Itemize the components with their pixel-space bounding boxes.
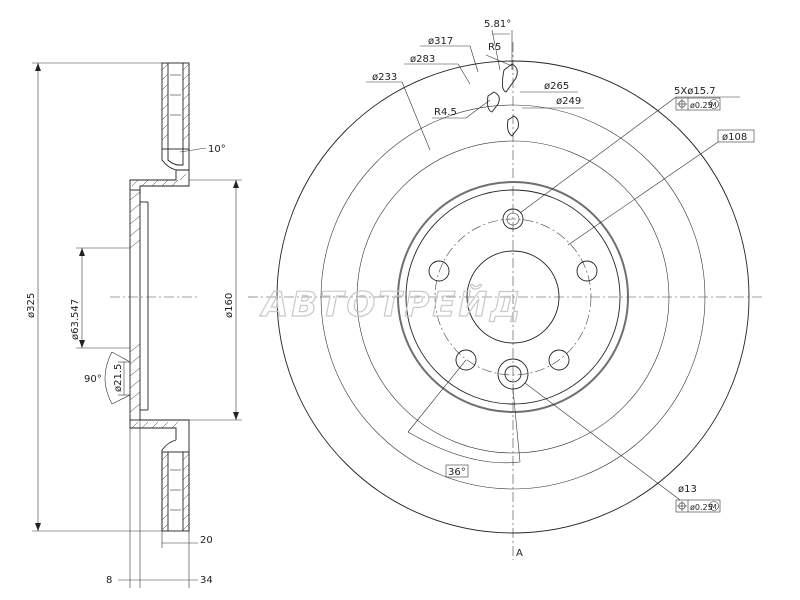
dim-hat-thickness: 8 xyxy=(106,575,112,586)
dim-r5: R5 xyxy=(488,42,501,53)
dim-hole-angle: 36° xyxy=(448,467,466,478)
tol-small-m: M xyxy=(711,503,717,511)
dim-small-diameter: ø21.5 xyxy=(113,364,124,392)
dim-center-bore: ø63.547 xyxy=(70,299,81,340)
dim-overall-height: 34 xyxy=(200,575,213,586)
front-view: 5.81° R5 ø317 ø283 ø233 ø265 ø249 R4.5 5… xyxy=(248,19,765,560)
dim-pcd: ø108 xyxy=(722,132,747,143)
watermark: АВТОТРЕЙД xyxy=(259,284,523,325)
dim-r45: R4.5 xyxy=(434,107,457,118)
section-label: A xyxy=(516,548,523,559)
dim-233: ø233 xyxy=(372,72,397,83)
dim-small-hole: ø13 xyxy=(678,484,697,495)
tol-small: ø0.25 xyxy=(690,503,713,512)
dim-disc-thickness: 20 xyxy=(200,535,213,546)
dim-283: ø283 xyxy=(410,54,435,65)
side-view: ø325 10° xyxy=(26,62,242,588)
dim-outer-diameter: ø325 xyxy=(26,293,37,318)
tol-bolt-m: M xyxy=(711,101,717,109)
dim-slot-angle: 5.81° xyxy=(484,19,511,30)
dim-hub-diameter: ø160 xyxy=(224,293,235,318)
dim-317: ø317 xyxy=(428,36,453,47)
dim-chamfer-angle: 90° xyxy=(84,374,102,385)
dim-265: ø265 xyxy=(544,81,569,92)
dim-bolt-holes: 5Xø15.7 xyxy=(674,86,716,97)
dim-vent-angle: 10° xyxy=(208,144,226,155)
dim-249: ø249 xyxy=(556,96,581,107)
tol-bolt: ø0.25 xyxy=(690,101,713,110)
